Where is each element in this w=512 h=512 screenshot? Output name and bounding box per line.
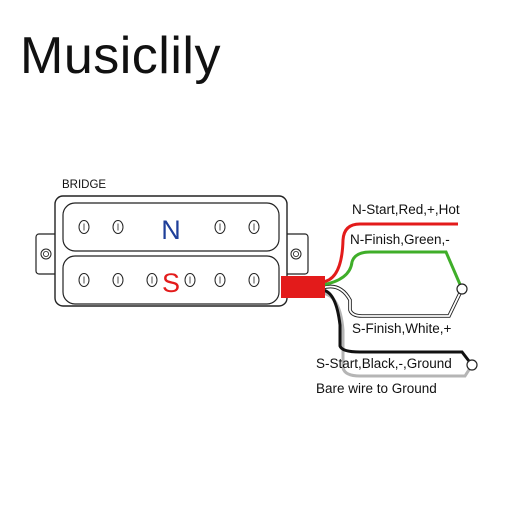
north-finish-south-finish-joint — [456, 283, 468, 295]
red-wire — [321, 222, 458, 284]
cable-sheath — [281, 276, 325, 298]
north-coil-letter: N — [161, 215, 181, 245]
black-wire — [321, 288, 474, 366]
green-wire — [321, 250, 464, 290]
wire-label-black: S-Start,Black,-,Ground — [316, 356, 452, 371]
south-coil-letter: S — [162, 268, 180, 298]
pickup-position-label: BRIDGE — [62, 179, 106, 191]
white-wire — [321, 284, 464, 318]
north-coil — [62, 202, 280, 252]
wire-label-white: S-Finish,White,+ — [352, 321, 452, 336]
wire-label-green: N-Finish,Green,- — [350, 232, 450, 247]
south-coil — [62, 255, 280, 305]
ground-joint — [466, 359, 478, 371]
wire-label-bare: Bare wire to Ground — [316, 381, 437, 396]
brand-logo-text: Musiclily — [20, 27, 221, 85]
wire-label-red: N-Start,Red,+,Hot — [352, 202, 460, 217]
